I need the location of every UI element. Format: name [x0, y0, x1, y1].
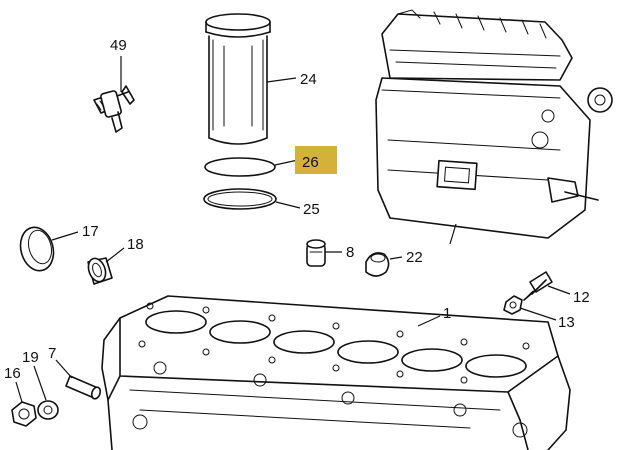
callout-22[interactable]: 22 — [406, 249, 423, 266]
part-25-seal-ring — [203, 188, 277, 210]
callout-16[interactable]: 16 — [4, 365, 21, 382]
leader-24 — [266, 77, 297, 83]
leader-19 — [33, 365, 47, 401]
callout-25[interactable]: 25 — [303, 201, 320, 218]
callout-18[interactable]: 18 — [127, 236, 144, 253]
part-19-washer — [37, 400, 59, 420]
callout-26[interactable]: 26 — [302, 154, 319, 171]
part-1-cylinder-block — [101, 295, 571, 450]
callout-49[interactable]: 49 — [110, 37, 127, 54]
part-8-plug — [306, 239, 326, 267]
leader-17 — [51, 231, 79, 241]
part-engine-assembly — [375, 9, 613, 239]
callout-19[interactable]: 19 — [22, 349, 39, 366]
callout-7[interactable]: 7 — [48, 345, 56, 362]
leader-16 — [15, 381, 23, 403]
callout-24[interactable]: 24 — [300, 71, 317, 88]
leader-26 — [274, 159, 299, 166]
leader-22 — [389, 256, 403, 260]
leader-25 — [275, 201, 301, 209]
part-17-cup-plug — [19, 226, 55, 272]
part-16-hex-plug — [11, 401, 37, 427]
callout-1[interactable]: 1 — [443, 305, 451, 322]
leader-engine — [449, 223, 457, 245]
part-24-cylinder-liner — [205, 13, 271, 145]
part-49-drain-tap — [93, 85, 135, 133]
leader-18 — [105, 247, 125, 263]
callout-26-highlight — [295, 146, 337, 174]
leader-12 — [547, 285, 571, 295]
callout-12[interactable]: 12 — [573, 289, 590, 306]
part-18-bush — [87, 257, 113, 285]
deck-bolt-holes — [138, 302, 530, 384]
callout-17[interactable]: 17 — [82, 223, 99, 240]
part-12-stud — [523, 271, 553, 301]
leader-1 — [417, 315, 441, 327]
leader-13 — [519, 307, 557, 321]
part-13-nut — [503, 295, 523, 315]
callout-8[interactable]: 8 — [346, 244, 354, 261]
part-26-seal-ring — [204, 157, 276, 177]
callout-13[interactable]: 13 — [558, 314, 575, 331]
part-22-plug — [365, 252, 390, 277]
part-7-dowel — [65, 375, 102, 400]
leader-7 — [55, 359, 73, 379]
